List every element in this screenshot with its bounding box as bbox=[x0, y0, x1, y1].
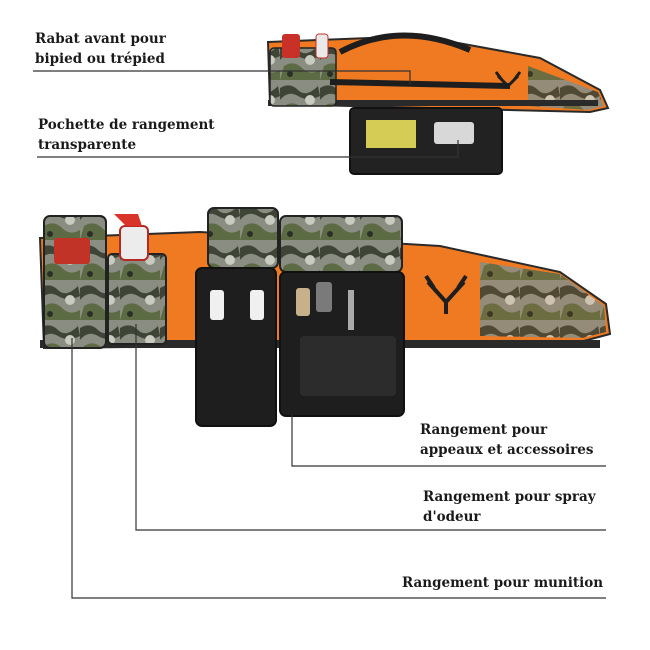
spray-pocket bbox=[107, 253, 167, 345]
callout-bipod-flap: Rabat avant pour bipied ou trépied bbox=[35, 29, 166, 69]
leader-spray bbox=[135, 324, 606, 531]
elk-skull-logo-icon bbox=[494, 71, 522, 89]
accessory-pouch-mesh bbox=[300, 336, 396, 396]
open-flap-right bbox=[279, 215, 403, 273]
top-bag-spray bbox=[315, 33, 329, 59]
bottom-bag-camo-tip bbox=[480, 262, 606, 338]
top-bag-bipod bbox=[329, 79, 511, 89]
ammo-box bbox=[54, 238, 90, 264]
top-bag-pouch-phone bbox=[434, 122, 474, 144]
top-bag bbox=[266, 32, 610, 175]
top-bag-bottle bbox=[282, 34, 300, 58]
leader-bipod bbox=[33, 70, 411, 84]
callout-calls-line2: appeaux et accessoires bbox=[420, 442, 594, 458]
spray-bottle bbox=[119, 225, 149, 261]
accessory-knife bbox=[348, 290, 354, 330]
elk-skull-logo-icon-2 bbox=[424, 274, 468, 314]
callout-bipod-line2: bipied ou trépied bbox=[35, 51, 165, 67]
accessory-call-1 bbox=[296, 288, 310, 316]
callout-ammo-line: Rangement pour munition bbox=[402, 575, 604, 591]
calls-panel-left bbox=[195, 267, 277, 427]
top-bag-pouch-map bbox=[366, 120, 416, 148]
callout-bipod-line1: Rabat avant pour bbox=[35, 31, 166, 47]
callout-pouch-line1: Pochette de rangement bbox=[38, 117, 215, 133]
callout-spray-line1: Rangement pour spray bbox=[423, 489, 596, 505]
callout-ammo-storage: Rangement pour munition bbox=[402, 573, 603, 593]
callout-spray-line2: d'odeur bbox=[423, 509, 481, 525]
leader-ammo bbox=[71, 338, 606, 599]
spray-trigger bbox=[114, 214, 142, 226]
leader-pouch bbox=[37, 140, 459, 158]
accessory-bottle-2 bbox=[250, 290, 264, 320]
accessory-bottle-1 bbox=[210, 290, 224, 320]
ammo-pocket bbox=[43, 215, 107, 349]
top-bag-camo-tip bbox=[528, 66, 604, 110]
top-bag-front-flap bbox=[269, 47, 337, 107]
top-bag-handle bbox=[338, 32, 472, 55]
callout-lines bbox=[33, 70, 606, 599]
accessory-call-2 bbox=[316, 282, 332, 312]
callout-spray-storage: Rangement pour spray d'odeur bbox=[423, 487, 596, 527]
top-bag-trim bbox=[268, 100, 598, 106]
bottom-bag bbox=[38, 207, 612, 427]
callout-pouch-line2: transparente bbox=[38, 137, 137, 153]
callout-calls-storage: Rangement pour appeaux et accessoires bbox=[420, 420, 593, 460]
open-flap-left bbox=[207, 207, 279, 269]
callout-transparent-pouch: Pochette de rangement transparente bbox=[38, 115, 215, 155]
leader-calls bbox=[291, 415, 606, 467]
callout-calls-line1: Rangement pour bbox=[420, 422, 548, 438]
